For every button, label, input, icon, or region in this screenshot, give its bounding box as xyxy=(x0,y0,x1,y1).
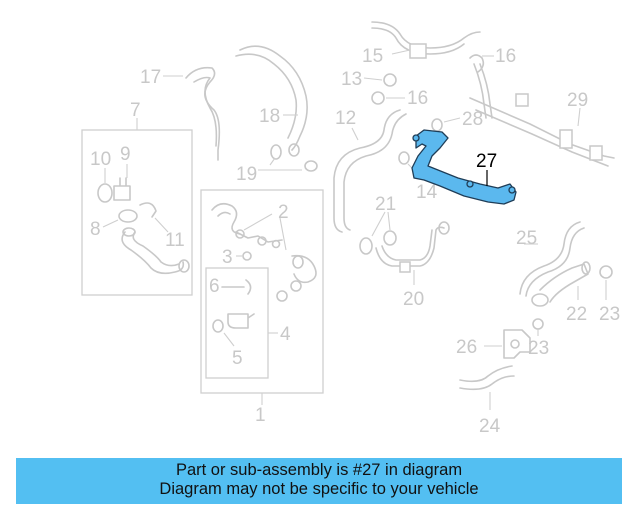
callout-23b: 23 xyxy=(528,338,549,359)
hose-2a xyxy=(211,202,241,235)
callout-6: 6 xyxy=(209,276,220,297)
hose-22 xyxy=(539,263,589,303)
callout-28: 28 xyxy=(462,109,483,130)
callout-24: 24 xyxy=(479,416,501,437)
group-4-box xyxy=(205,267,269,379)
pipe-15 xyxy=(371,21,481,49)
part-18: 18 19 xyxy=(235,45,318,185)
clip-13 xyxy=(383,73,397,87)
callout-3: 3 xyxy=(222,247,233,268)
o-ring-21a xyxy=(359,237,373,255)
part-29: 29 xyxy=(469,90,615,167)
callout-11: 11 xyxy=(165,230,185,251)
part-27-highlighted[interactable]: 27 xyxy=(411,129,517,205)
hose-12 xyxy=(333,109,401,233)
callout-16a: 16 xyxy=(495,46,516,67)
elbow-9 xyxy=(113,177,131,201)
callout-1: 1 xyxy=(255,405,266,426)
part-25: 25 xyxy=(516,221,585,297)
callout-4: 4 xyxy=(280,324,291,345)
callout-8: 8 xyxy=(90,219,101,240)
part-28-14: 28 14 xyxy=(398,109,483,203)
callout-14: 14 xyxy=(416,182,438,203)
o-ring-14 xyxy=(398,151,410,165)
clamp-23a xyxy=(599,265,613,279)
banner-line-1: Part or sub-assembly is #27 in diagram xyxy=(175,461,463,479)
hose-24 xyxy=(459,365,513,383)
callout-10: 10 xyxy=(90,149,111,170)
bracket-15 xyxy=(409,43,427,59)
part-12: 13 16 12 xyxy=(333,69,428,233)
o-ring-19b xyxy=(304,160,318,172)
callout-26: 26 xyxy=(456,337,477,358)
callout-27: 27 xyxy=(476,151,497,172)
group-1: 1 2 3 4 6 5 xyxy=(200,189,324,426)
fitting-4 xyxy=(227,313,255,329)
clamp-23b xyxy=(532,318,544,330)
o-ring-19a xyxy=(270,144,282,160)
callout-9: 9 xyxy=(120,144,131,165)
o-ring-5 xyxy=(212,319,224,333)
callout-7: 7 xyxy=(130,100,141,121)
callout-2: 2 xyxy=(278,202,289,223)
callout-20: 20 xyxy=(403,289,424,310)
callout-18: 18 xyxy=(259,106,280,127)
pipe-18 xyxy=(239,45,308,151)
part-20-21: 21 20 xyxy=(359,194,450,310)
callout-13: 13 xyxy=(341,69,362,90)
callout-12: 12 xyxy=(335,108,356,129)
callout-17: 17 xyxy=(140,67,161,88)
o-ring-21b xyxy=(383,230,397,246)
callout-22: 22 xyxy=(566,304,587,325)
callout-15: 15 xyxy=(362,46,383,67)
pipe-17 xyxy=(185,66,221,161)
part-17: 17 xyxy=(140,66,221,161)
fitting-26 xyxy=(503,329,531,359)
o-ring-10 xyxy=(97,183,113,203)
banner-line-2: Diagram may not be specific to your vehi… xyxy=(159,480,479,498)
part-15: 15 16 xyxy=(362,21,516,119)
hose-11 xyxy=(139,202,157,218)
part-22-23: 22 23 23 xyxy=(528,261,620,359)
clamp-8 xyxy=(118,209,138,223)
callout-5: 5 xyxy=(232,348,243,369)
part-26: 26 xyxy=(456,329,531,359)
callout-16b: 16 xyxy=(407,88,428,109)
callout-21: 21 xyxy=(375,194,396,215)
hose-25 xyxy=(519,221,581,295)
clip-16b xyxy=(371,91,385,105)
hose-2b xyxy=(291,254,317,284)
pipe-27[interactable] xyxy=(411,129,517,205)
part-24: 24 xyxy=(459,365,515,437)
callout-25: 25 xyxy=(516,228,537,249)
callout-29: 29 xyxy=(567,90,588,111)
callout-23a: 23 xyxy=(599,304,620,325)
group-7: 7 10 9 8 11 xyxy=(81,100,193,296)
info-banner: Part or sub-assembly is #27 in diagram D… xyxy=(16,458,622,504)
o-ring-28 xyxy=(431,118,443,132)
callout-19: 19 xyxy=(236,164,257,185)
hose-6 xyxy=(221,279,252,295)
